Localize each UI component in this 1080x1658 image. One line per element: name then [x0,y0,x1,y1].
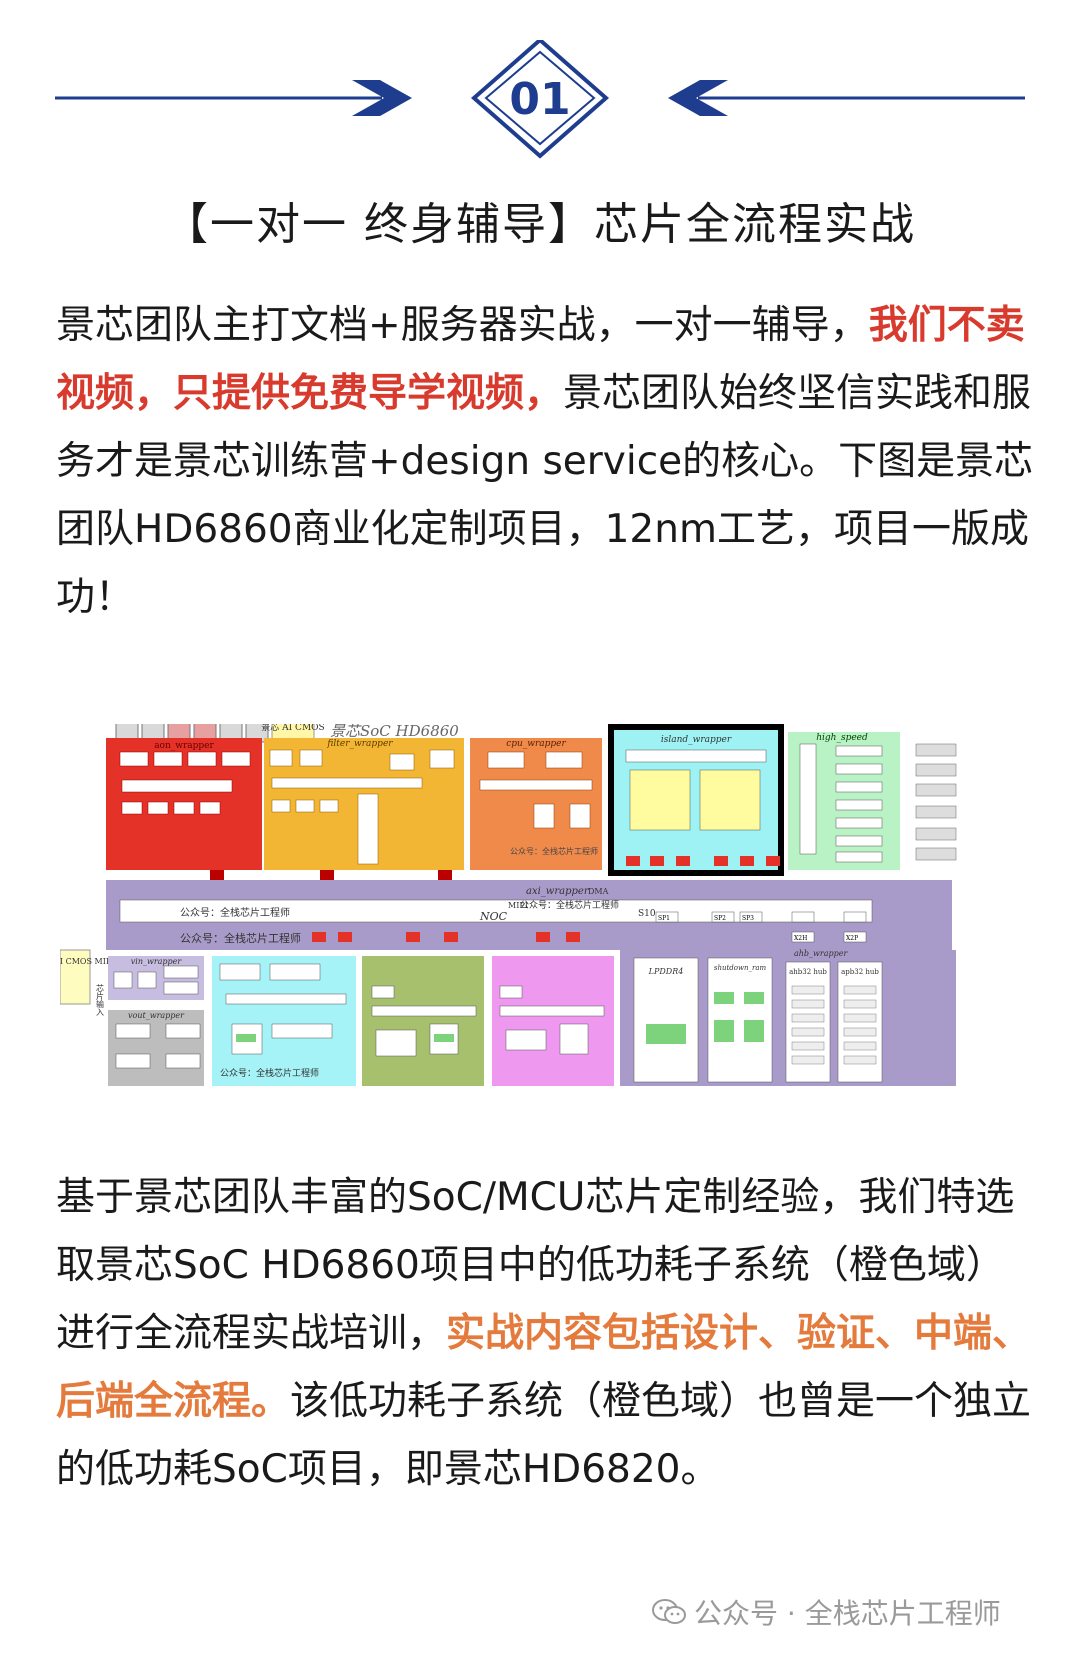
svg-text:SP3: SP3 [742,915,754,922]
svg-text:X2P: X2P [846,935,858,942]
svg-text:filter_wrapper: filter_wrapper [326,739,393,749]
svg-text:S10: S10 [638,909,656,919]
green-domain-block [362,956,484,1086]
detail-text-2: 该低功耗子系统（橙色域）也曾是一个独立的低功耗SoC项目，即景芯HD6820。 [56,1379,1032,1492]
svg-text:公众号：全栈芯片工程师: 公众号：全栈芯片工程师 [220,1067,319,1079]
soc-block-diagram: 景芯 AI CMOS 景芯SoC HD6860 公众号：全栈芯片工程师 aon_… [36,713,960,1150]
badge-number: 01 [509,74,570,125]
section-title: 【一对一 终身辅导】芯片全流程实战 [164,199,916,250]
svg-text:芯片输入: 芯片输入 [96,983,105,1016]
svg-text:axi_wrapper: axi_wrapper [526,886,590,897]
intro-text-1: 景芯团队主打文档+服务器实战，一对一辅导， [56,303,869,348]
detail-highlight-orange: 实战内容包括设计、验证、中端、后端全流程。 [56,1311,1032,1424]
svg-text:MIPI: MIPI [508,901,528,910]
magenta-domain-block [492,956,614,1086]
footer-watermark-text: 公众号 · 全栈芯片工程师 [694,1597,1001,1630]
wechat-icon [652,1598,686,1633]
svg-text:公众号：全栈芯片工程师: 公众号：全栈芯片工程师 [180,906,290,919]
diagram-title: 景芯SoC HD6860 [330,724,459,740]
svg-text:LPDDR4: LPDDR4 [648,967,684,976]
svg-text:high_speed: high_speed [816,733,868,743]
svg-text:X2H: X2H [794,935,807,942]
svg-text:NOC: NOC [479,910,508,923]
svg-text:景芯 AI CMOS MIPI: 景芯 AI CMOS MIPI [60,956,114,966]
footer-watermark: 公众号 · 全栈芯片工程师 [652,1592,1001,1633]
svg-text:DMA: DMA [588,887,609,896]
detail-text-1: 基于景芯团队丰富的SoC/MCU芯片定制经验，我们特选取景芯SoC HD6860… [56,1175,1015,1356]
svg-text:公众号：全栈芯片工程师: 公众号：全栈芯片工程师 [520,899,619,911]
svg-text:SP2: SP2 [714,915,726,922]
svg-text:island_wrapper: island_wrapper [661,735,732,745]
svg-text:公众号：全栈芯片工程师: 公众号：全栈芯片工程师 [180,931,301,945]
svg-text:cpu_wrapper: cpu_wrapper [506,739,566,749]
svg-text:ahb32 hub: ahb32 hub [789,968,827,976]
detail-paragraph: 基于景芯团队丰富的SoC/MCU芯片定制经验，我们特选取景芯SoC HD6860… [56,1164,1036,1504]
intro-highlight-red: 我们不卖视频，只提供免费导学视频， [56,303,1025,416]
svg-text:公众号：全栈芯片工程师: 公众号：全栈芯片工程师 [510,846,598,856]
svg-text:ahb_wrapper: ahb_wrapper [794,949,848,958]
vout-wrapper-block [108,1010,204,1086]
svg-text:vout_wrapper: vout_wrapper [128,1011,185,1020]
top-badge: 景芯 AI CMOS [261,724,324,733]
svg-text:apb32 hub: apb32 hub [841,968,879,976]
intro-text-2: 景芯团队始终坚信实践和服务才是景芯训练营+design service的核心。下… [56,371,1034,620]
svg-text:vin_wrapper: vin_wrapper [131,957,183,966]
section-header: 01 [0,37,1080,170]
svg-text:shutdown_ram: shutdown_ram [714,964,767,972]
svg-text:SP1: SP1 [658,915,670,922]
svg-text:aon_wrapper: aon_wrapper [154,741,214,751]
section-badge-graphic: 01 [55,37,1025,159]
intro-paragraph: 景芯团队主打文档+服务器实战，一对一辅导，我们不卖视频，只提供免费导学视频，景芯… [56,292,1036,632]
